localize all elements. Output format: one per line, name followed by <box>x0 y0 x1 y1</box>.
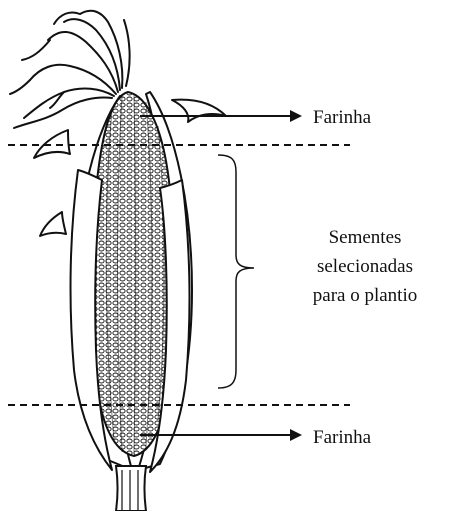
curly-bracket <box>218 155 254 388</box>
label-flour-bottom: Farinha <box>313 427 371 449</box>
label-seeds-line-1: Sementes <box>290 223 440 252</box>
label-flour-top: Farinha <box>313 107 371 129</box>
corn-stalk-icon <box>116 466 146 511</box>
label-seeds-line-3: para o plantio <box>290 281 440 310</box>
label-seeds-for-planting: Sementes selecionadas para o plantio <box>290 223 440 310</box>
label-seeds-line-2: selecionadas <box>290 252 440 281</box>
